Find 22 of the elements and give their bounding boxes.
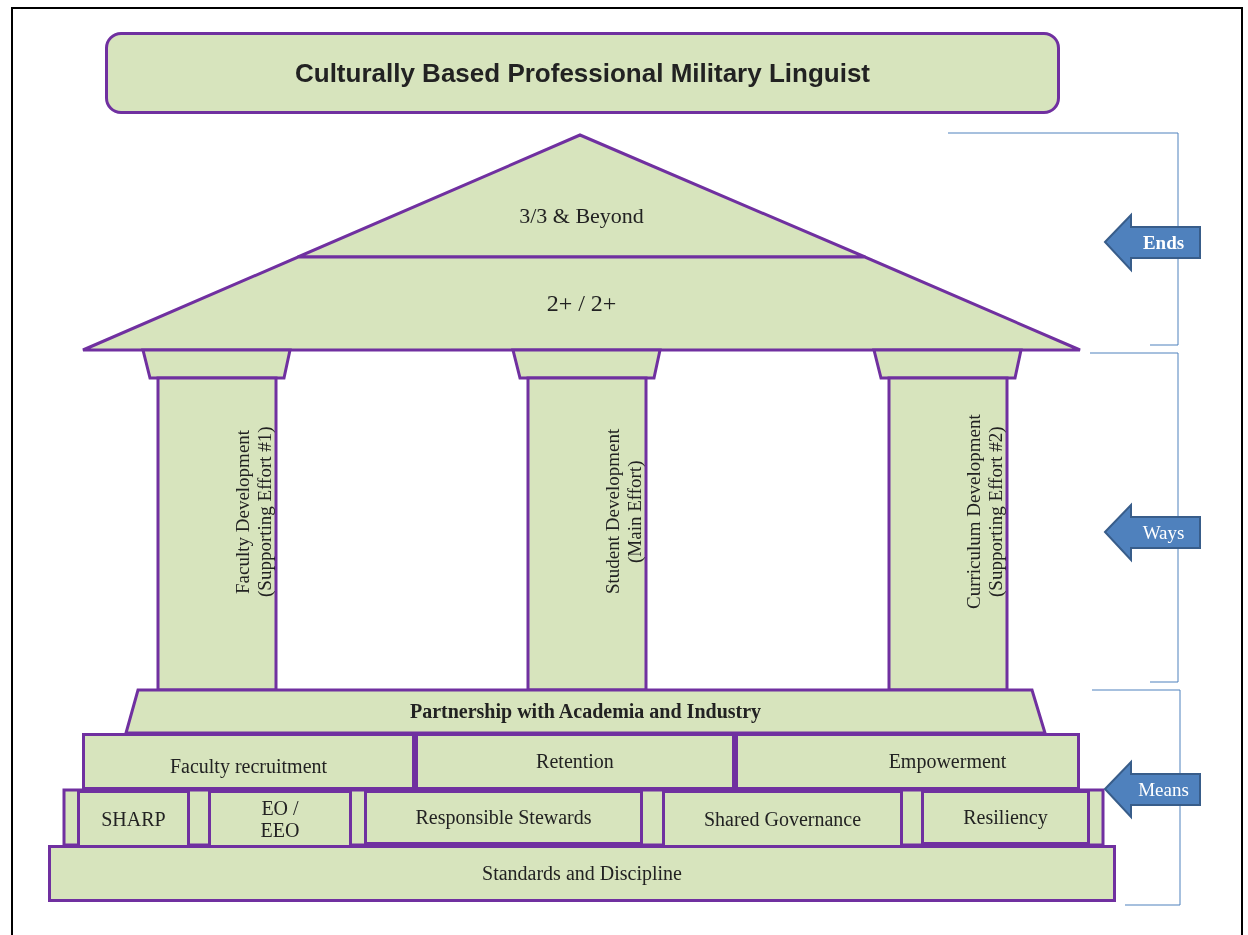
value-block: EO / EEO xyxy=(208,790,352,848)
arrow-label: Ends xyxy=(1142,231,1185,254)
pillar-label: (Supporting Effort #2) xyxy=(985,426,1007,599)
value-block: Shared Governance xyxy=(662,790,903,848)
title-banner: Culturally Based Professional Military Linguist xyxy=(105,32,1060,114)
pediment-label: 2+ / 2+ xyxy=(546,290,617,317)
pillar-label: (Main Effort) xyxy=(624,460,646,565)
pillar-label: Curriculum Development xyxy=(963,414,985,611)
pillar-label: Student Development xyxy=(602,428,624,597)
means-block: Faculty recruitment xyxy=(82,733,415,790)
means-block: Empowerment xyxy=(735,733,1080,790)
foundation-block: Standards and Discipline xyxy=(48,845,1116,902)
arrow-label: Means xyxy=(1138,778,1189,801)
pillar-label: (Supporting Effort #1) xyxy=(254,426,276,599)
value-block: SHARP xyxy=(77,790,190,848)
foundation-label: Partnership with Academia and Industry xyxy=(409,700,762,723)
means-block: Retention xyxy=(415,733,735,790)
value-block: Resiliency xyxy=(921,790,1090,845)
pillar-label: Faculty Development xyxy=(232,429,254,596)
arrow-label: Ways xyxy=(1142,521,1185,544)
pediment-label: 3/3 & Beyond xyxy=(519,202,644,229)
value-block: Responsible Stewards xyxy=(364,790,643,845)
